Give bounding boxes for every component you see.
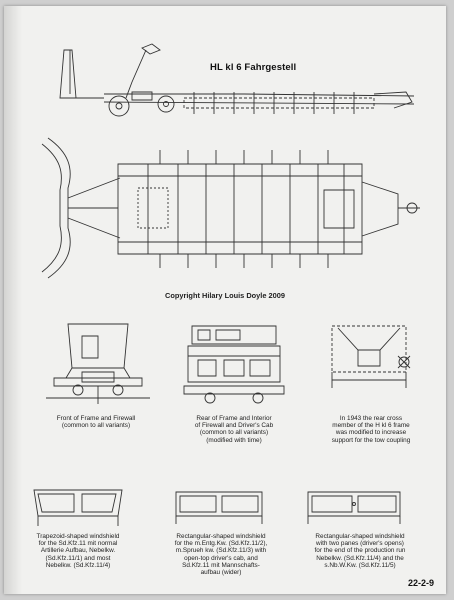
caption-rear-frame: Rear of Frame and Interior of Firewall a… <box>194 415 274 444</box>
caption-windshield-trapezoid: Trapezoid-shaped windshield for the Sd.K… <box>36 533 120 569</box>
caption-rear-cross-member: In 1943 the rear cross member of the H k… <box>331 415 411 444</box>
chassis-side-view-drawing <box>34 42 434 122</box>
page-title: HL kl 6 Fahrgestell <box>210 62 297 73</box>
chassis-top-view-drawing <box>28 138 438 278</box>
book-page: HL kl 6 Fahrgestell Copyright Hilary Lou… <box>4 6 446 594</box>
caption-front-frame: Front of Frame and Firewall (common to a… <box>56 415 136 430</box>
copyright-notice: Copyright Hilary Louis Doyle 2009 <box>165 291 285 300</box>
caption-windshield-two-pane: Rectangular-shaped windshield with two p… <box>314 533 406 569</box>
windshield-rectangular-drawing <box>172 488 266 526</box>
caption-windshield-rectangular: Rectangular-shaped windshield for the m.… <box>174 533 268 577</box>
windshield-two-pane-drawing <box>304 488 404 526</box>
rear-frame-cab-drawing <box>184 322 284 410</box>
page-number: 22-2-9 <box>407 578 434 588</box>
rear-cross-member-drawing <box>328 322 410 392</box>
windshield-trapezoid-drawing <box>30 486 126 528</box>
front-frame-firewall-drawing <box>46 320 150 406</box>
